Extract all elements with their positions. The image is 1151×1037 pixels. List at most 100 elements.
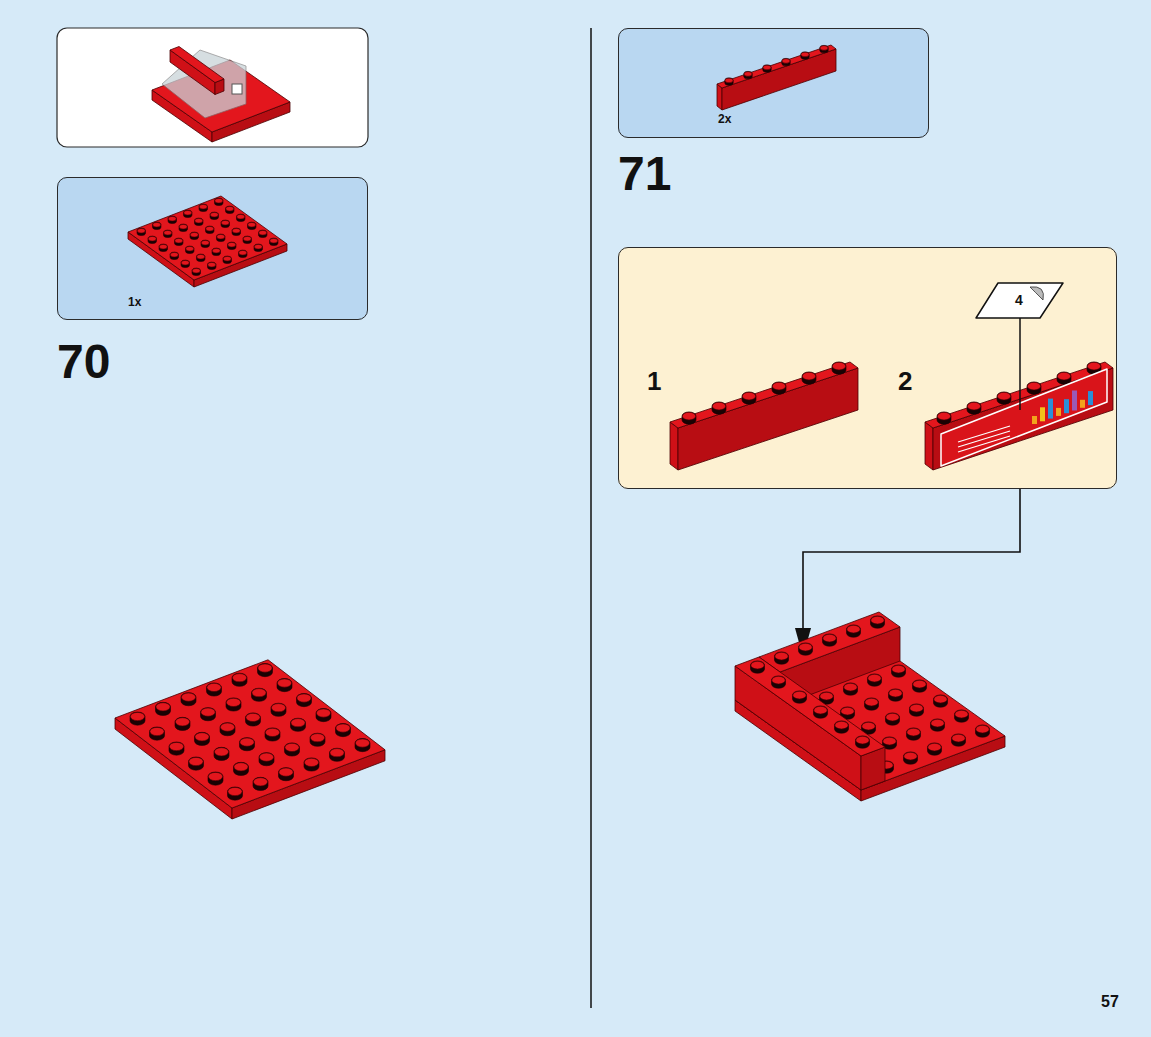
stud [259,753,274,766]
stud [823,634,837,646]
stud-top [197,254,205,259]
preview-box [57,28,368,147]
substep-panel-fill [618,247,1117,489]
stud [997,392,1011,404]
stud [271,703,286,716]
stud-top [169,742,183,750]
stud-top [270,238,278,243]
brick-top [170,47,224,83]
stud-top [823,634,836,642]
sticker-number: 4 [1015,293,1023,307]
stud [742,392,756,404]
stud [186,246,194,253]
stud-top [220,723,234,731]
stud [907,728,921,740]
stud [763,65,771,72]
stud [316,709,331,722]
stud-top [240,738,254,746]
stud [234,762,249,775]
stud-top [775,652,788,660]
stud [168,216,176,223]
stud-top [175,718,189,726]
stud [782,58,790,65]
substep-number: 2 [898,368,912,394]
stud [130,712,145,725]
brick-face [670,422,678,470]
stud [156,702,171,715]
brick-face [925,422,933,470]
stud-top [170,252,178,257]
stud [221,220,229,227]
plate-6x6-part [128,196,287,287]
stud-top [820,46,828,51]
stud [201,240,209,247]
stud [170,252,178,259]
stud [210,212,218,219]
stud-top [153,222,161,227]
stud-top [1087,362,1100,370]
stud-top [189,757,203,765]
stud [239,250,247,257]
stud-top [253,778,267,786]
stud-top [793,691,806,699]
stud [910,704,924,716]
stud-top [751,661,764,669]
stud-top [168,216,176,221]
stud-top [214,748,228,756]
stud-top [330,749,344,757]
stud [801,52,809,59]
preview-glass [162,50,246,118]
stud [217,234,225,241]
sticker-curl [1030,287,1043,300]
stud-top [336,724,350,732]
stud [258,664,273,677]
stud [206,226,214,233]
stud [277,679,292,692]
stud [208,772,223,785]
stud-top [931,719,944,727]
stud [330,748,345,761]
stud-top [246,713,260,721]
stud [189,757,204,770]
stud [802,372,816,384]
stud [892,665,906,677]
stud [228,242,236,249]
stud-top [148,236,156,241]
sticker-skyline [1040,407,1045,421]
stud [799,643,813,655]
stud-top [199,204,207,209]
stud-top [159,244,167,249]
stud-top [164,230,172,235]
stud-top [150,727,164,735]
part-quantity: 1x [128,296,141,308]
stud-top [181,693,195,701]
stud [159,244,167,251]
stud-top [304,758,318,766]
brick-top [735,657,885,756]
stud-top [976,725,989,733]
stud-top [210,212,218,217]
stud-top [217,234,225,239]
stud [153,222,161,229]
stud [240,738,255,751]
stud-top [223,256,231,261]
brick-1x6-sticker [925,362,1113,470]
stud [928,743,942,755]
stud [934,695,948,707]
leader-line [1019,318,1021,410]
stud-top [742,392,755,400]
stud [237,214,245,221]
stud [952,734,966,746]
stud [856,736,870,748]
stud-top [862,722,875,730]
substep-number: 1 [647,368,661,394]
stud-top [782,59,790,64]
stud-top [907,728,920,736]
stud [820,45,828,52]
stud-top [232,674,246,682]
stud-top [190,232,198,237]
sticker-lettering [958,426,1010,442]
stud-top [195,218,203,223]
